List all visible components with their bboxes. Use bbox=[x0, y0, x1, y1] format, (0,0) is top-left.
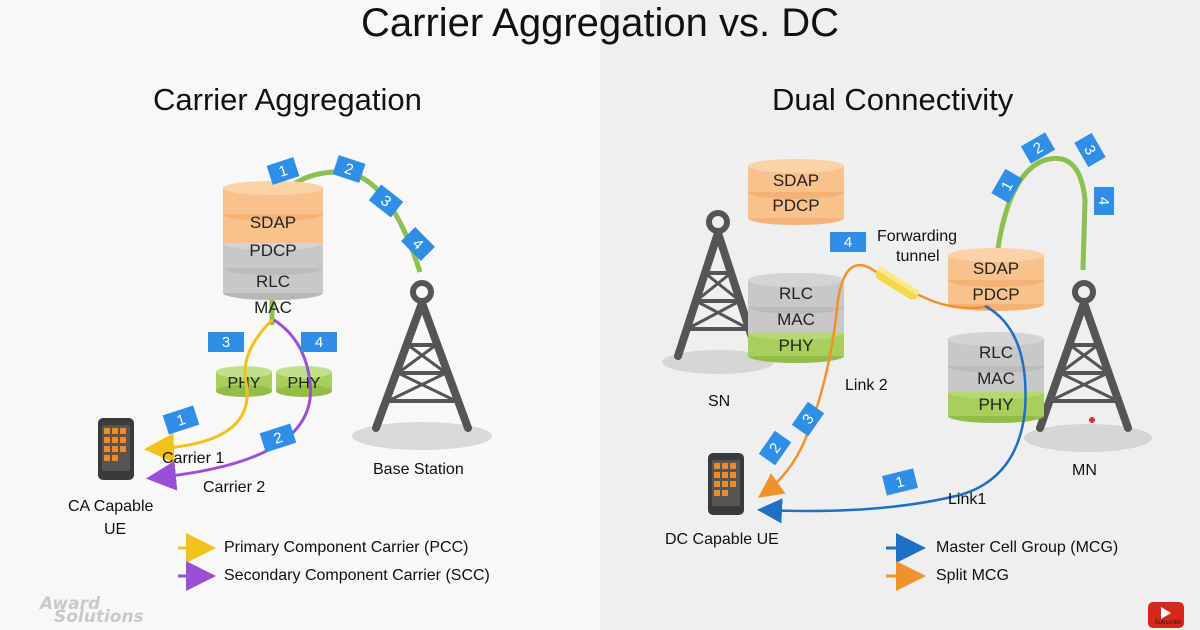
ca-ue-phone-icon bbox=[98, 418, 134, 480]
ca-phy1-label: PHY bbox=[228, 375, 261, 392]
pcc-legend-label: Primary Component Carrier (PCC) bbox=[224, 539, 469, 556]
mn-label: MN bbox=[1072, 462, 1097, 479]
ca-packet-4b: 4 bbox=[315, 334, 323, 351]
youtube-play-icon bbox=[1161, 607, 1171, 619]
dc-packet-markers bbox=[758, 132, 1114, 496]
subscribe-label: Subscribe bbox=[1154, 620, 1182, 626]
base-station-label: Base Station bbox=[373, 461, 464, 478]
ca-phy2-label: PHY bbox=[288, 375, 321, 392]
ca-pdcp-label: PDCP bbox=[249, 241, 296, 260]
sn-lower-stack bbox=[748, 273, 844, 363]
sn-rlc-label: RLC bbox=[779, 284, 813, 303]
page-title: Carrier Aggregation vs. DC bbox=[361, 1, 839, 45]
mn-sdap-label: SDAP bbox=[973, 259, 1019, 278]
sn-label: SN bbox=[708, 393, 731, 410]
mn-rlc-label: RLC bbox=[979, 343, 1013, 362]
link1-label: Link1 bbox=[948, 491, 987, 508]
sn-phy-label: PHY bbox=[779, 336, 814, 355]
dc-heading: Dual Connectivity bbox=[772, 82, 1014, 117]
dc-packet-4: 4 bbox=[1095, 197, 1112, 205]
split-mcg-legend-label: Split MCG bbox=[936, 567, 1009, 584]
carrier1-path bbox=[144, 318, 274, 464]
mcg-path bbox=[757, 304, 1027, 524]
mn-tower-icon bbox=[1036, 280, 1132, 432]
dc-packet-1b: 1 bbox=[894, 473, 906, 492]
ca-ue-label-line2: UE bbox=[104, 521, 127, 538]
ca-ue-label-line1: CA Capable bbox=[68, 498, 154, 515]
mn-backhaul-link bbox=[995, 156, 1088, 271]
mn-tower-shadow bbox=[1024, 424, 1152, 452]
sn-sdap-label: SDAP bbox=[773, 171, 819, 190]
mn-pdcp-label: PDCP bbox=[972, 285, 1019, 304]
link2-label: Link 2 bbox=[845, 377, 888, 394]
mn-upper-stack bbox=[948, 248, 1044, 311]
sn-tower-shadow bbox=[662, 350, 774, 374]
tower-shadow bbox=[352, 422, 492, 450]
sn-mac-label: MAC bbox=[777, 310, 815, 329]
carrier1-label: Carrier 1 bbox=[162, 450, 225, 467]
ca-protocol-stack bbox=[216, 181, 332, 397]
base-station-tower-icon bbox=[372, 280, 472, 432]
carrier2-label: Carrier 2 bbox=[203, 479, 266, 496]
mn-phy-label: PHY bbox=[979, 395, 1014, 414]
ca-sdap-label: SDAP bbox=[250, 213, 296, 232]
mcg-legend-label: Master Cell Group (MCG) bbox=[936, 539, 1119, 556]
ca-packet-3b: 3 bbox=[222, 334, 230, 351]
forwarding-label-line2: tunnel bbox=[896, 248, 940, 265]
ca-mac-label: MAC bbox=[254, 298, 292, 317]
sn-tower-icon bbox=[674, 210, 762, 360]
sn-pdcp-label: PDCP bbox=[772, 196, 819, 215]
cursor-marker-icon bbox=[1089, 417, 1095, 423]
forwarding-tunnel-icon bbox=[875, 267, 920, 300]
mn-mac-label: MAC bbox=[977, 369, 1015, 388]
left-panel bbox=[0, 0, 600, 630]
dc-ue-label: DC Capable UE bbox=[665, 531, 779, 548]
ca-heading: Carrier Aggregation bbox=[153, 82, 422, 117]
carrier2-path bbox=[146, 318, 313, 491]
sn-upper-stack bbox=[748, 159, 844, 225]
dc-packet-4b: 4 bbox=[844, 234, 852, 251]
dc-ue-phone-icon bbox=[708, 453, 744, 515]
ca-packet-markers bbox=[162, 155, 435, 453]
mn-lower-stack bbox=[948, 332, 1044, 423]
forwarding-label-line1: Forwarding bbox=[877, 228, 958, 245]
right-panel bbox=[600, 0, 1200, 630]
scc-legend-label: Secondary Component Carrier (SCC) bbox=[224, 567, 490, 584]
ca-rlc-label: RLC bbox=[256, 272, 290, 291]
split-mcg-path bbox=[757, 263, 991, 498]
